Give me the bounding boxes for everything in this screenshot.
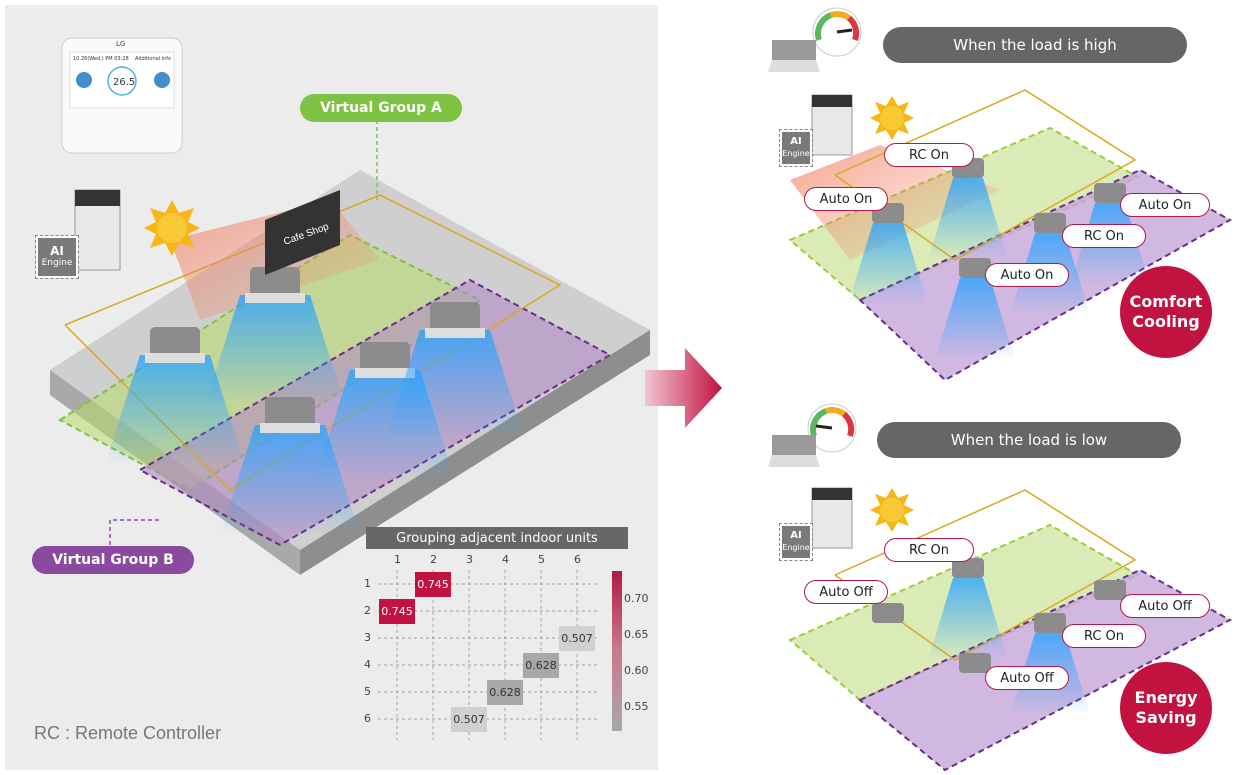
- heatmap-x-tick: 1: [394, 553, 401, 566]
- heatmap-cell: 0.745: [379, 599, 415, 624]
- virtual-group-b-label: Virtual Group B: [32, 546, 194, 574]
- heatmap-x-tick: 2: [430, 553, 437, 566]
- badge-line2: Cooling: [1132, 312, 1200, 331]
- heatmap-x-tick: 4: [502, 553, 509, 566]
- engine-label: Engine: [782, 543, 810, 552]
- ai-label: AI: [50, 244, 64, 258]
- rc-note: RC : Remote Controller: [34, 723, 222, 743]
- heatmap-x-tick: 3: [466, 553, 473, 566]
- high-tag-auto-on-2: Auto On: [1120, 193, 1210, 217]
- engine-label: Engine: [41, 258, 73, 268]
- heatmap-y-tick: 3: [364, 631, 371, 644]
- heatmap-y-tick: 1: [364, 577, 371, 590]
- heatmap-cell: 0.745: [415, 572, 451, 597]
- heatmap-y-tick: 6: [364, 712, 371, 725]
- heatmap-x-tick: 5: [538, 553, 545, 566]
- engine-label: Engine: [782, 149, 810, 158]
- heatmap-y-tick: 5: [364, 685, 371, 698]
- virtual-group-a-label: Virtual Group A: [300, 94, 462, 122]
- remote-brand: LG: [116, 40, 125, 48]
- high-load-title: When the load is high: [883, 27, 1187, 63]
- transition-arrow: [645, 348, 722, 428]
- heatmap-colorbar: [612, 571, 622, 731]
- low-tag-rc-on-1: RC On: [884, 538, 974, 562]
- remote-status: 10.26(Wed.) PM 03:28: [73, 56, 129, 62]
- cassette-icon-high: [768, 40, 820, 72]
- ai-engine-chip-high: AI Engine: [779, 129, 813, 167]
- cassette-icon-low: [768, 435, 820, 467]
- remote-additional: Additional info: [135, 56, 171, 62]
- gauge-icon-high: [812, 7, 862, 57]
- high-tag-rc-on-1: RC On: [884, 143, 974, 167]
- heatmap-y-tick: 4: [364, 658, 371, 671]
- heatmap-title: Grouping adjacent indoor units: [366, 527, 628, 549]
- badge-line1: Energy: [1134, 688, 1198, 707]
- colorbar-tick: 0.70: [624, 592, 649, 605]
- gauge-icon-low: [807, 403, 857, 453]
- comfort-cooling-badge: Comfort Cooling: [1120, 266, 1212, 358]
- sun-icon: [144, 200, 200, 256]
- ai-label: AI: [790, 530, 802, 541]
- indoor-units-left: [105, 267, 525, 535]
- badge-line2: Saving: [1135, 708, 1197, 727]
- low-tag-auto-off-3: Auto Off: [985, 666, 1069, 690]
- colorbar-tick: 0.65: [624, 628, 649, 641]
- heatmap-cell: 0.507: [451, 707, 487, 732]
- high-tag-rc-on-2: RC On: [1062, 224, 1146, 248]
- heatmap-cell: 0.507: [559, 626, 595, 651]
- high-load-scene: [788, 89, 1233, 382]
- heatmap-cell: 0.628: [487, 680, 523, 705]
- remote-controller: [61, 37, 183, 154]
- energy-saving-badge: Energy Saving: [1120, 662, 1212, 754]
- low-tag-rc-on-2: RC On: [1062, 624, 1146, 648]
- low-tag-auto-off-2: Auto Off: [1120, 594, 1210, 618]
- badge-line1: Comfort: [1129, 292, 1203, 311]
- low-tag-auto-off-1: Auto Off: [804, 580, 888, 604]
- low-load-title: When the load is low: [877, 422, 1181, 458]
- ai-engine-chip-left: AI Engine: [35, 235, 79, 279]
- remote-temperature: 26.5: [113, 77, 135, 88]
- ai-label: AI: [790, 136, 802, 147]
- high-tag-auto-on-1: Auto On: [804, 187, 888, 211]
- colorbar-tick: 0.55: [624, 700, 649, 713]
- heatmap-x-tick: 6: [574, 553, 581, 566]
- colorbar-tick: 0.60: [624, 664, 649, 677]
- cafe-shop-sign: [265, 190, 340, 275]
- heatmap-cell: 0.628: [523, 653, 559, 678]
- outdoor-unit-left: [74, 189, 121, 271]
- heatmap-y-tick: 2: [364, 604, 371, 617]
- high-tag-auto-on-3: Auto On: [985, 263, 1069, 287]
- ai-engine-chip-low: AI Engine: [779, 523, 813, 561]
